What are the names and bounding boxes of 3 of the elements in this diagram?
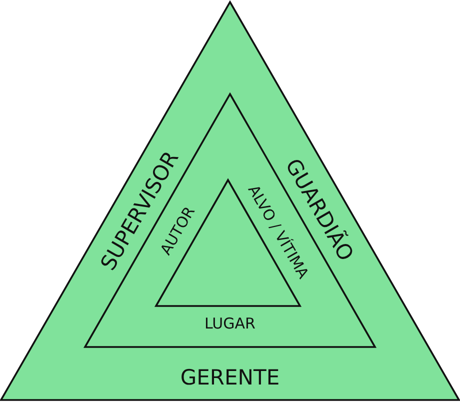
middle-triangle — [85, 94, 375, 347]
side-label: LUGAR — [204, 316, 256, 332]
side-label: GERENTE — [180, 368, 280, 388]
